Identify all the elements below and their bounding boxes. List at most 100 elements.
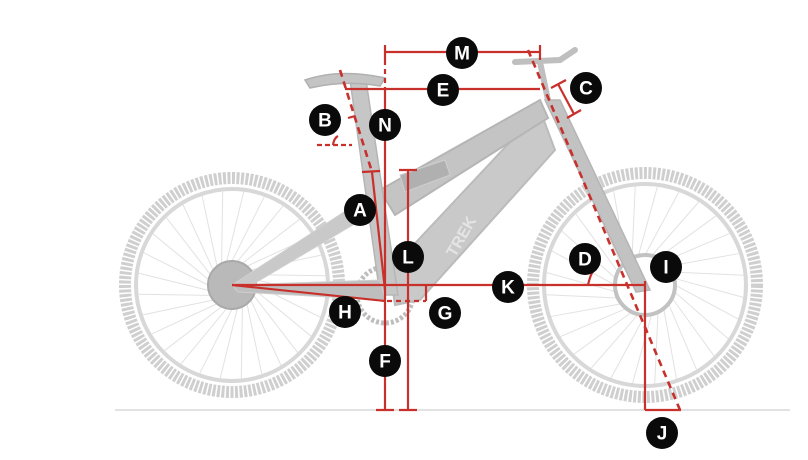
badge-label: E bbox=[437, 81, 450, 102]
badge-c: C bbox=[570, 72, 602, 104]
front-spoke bbox=[560, 307, 627, 338]
front-spoke bbox=[671, 297, 715, 357]
fork bbox=[543, 99, 652, 293]
badge-circle bbox=[429, 297, 461, 329]
front-spoke bbox=[651, 201, 700, 257]
measurement-badges: ME C B N A L D I K H G F J bbox=[309, 37, 682, 449]
front-spoke bbox=[575, 213, 619, 273]
front-spoke bbox=[654, 312, 659, 384]
badge-k: K bbox=[492, 271, 524, 303]
rear-spoke bbox=[240, 306, 243, 379]
badge-circle bbox=[570, 72, 602, 104]
badge-a: A bbox=[344, 194, 376, 226]
badge-i: I bbox=[650, 251, 682, 283]
badge-label: J bbox=[657, 424, 668, 445]
badge-label: L bbox=[402, 248, 414, 269]
badge-d: D bbox=[569, 243, 601, 275]
front-spoke bbox=[590, 313, 639, 369]
badge-label: C bbox=[579, 79, 593, 100]
badge-n: N bbox=[369, 109, 401, 141]
rear-spoke bbox=[255, 289, 312, 337]
rear-spoke bbox=[180, 308, 228, 365]
front-spoke bbox=[610, 314, 646, 379]
badge-circle bbox=[344, 194, 376, 226]
badge-circle bbox=[569, 243, 601, 275]
badge-label: K bbox=[501, 278, 515, 299]
badge-circle bbox=[646, 417, 678, 449]
badge-circle bbox=[650, 251, 682, 283]
badge-label: M bbox=[454, 44, 470, 65]
shock bbox=[399, 159, 451, 193]
handlebar bbox=[512, 47, 578, 103]
measurement-lines bbox=[231, 45, 682, 412]
rear-spoke bbox=[199, 308, 233, 374]
rear-spoke bbox=[242, 219, 300, 264]
saddle bbox=[303, 72, 387, 89]
badge-f: F bbox=[369, 345, 401, 377]
front-spoke bbox=[672, 271, 744, 276]
badge-circle bbox=[427, 74, 459, 106]
rear-spoke bbox=[201, 195, 218, 267]
front-spoke bbox=[674, 284, 739, 320]
b-arc bbox=[331, 114, 356, 146]
badge-j: J bbox=[646, 417, 678, 449]
seat-angle-line bbox=[338, 69, 374, 173]
front-spoke bbox=[663, 308, 677, 379]
badge-circle bbox=[492, 271, 524, 303]
badge-label: H bbox=[338, 303, 352, 324]
front-spoke bbox=[667, 303, 698, 370]
badge-m: M bbox=[446, 37, 478, 69]
badge-circle bbox=[369, 109, 401, 141]
badge-g: G bbox=[429, 297, 461, 329]
rear-spoke bbox=[166, 217, 211, 275]
badge-label: A bbox=[353, 201, 367, 222]
front-spoke bbox=[637, 186, 658, 256]
front-spoke bbox=[644, 191, 680, 256]
badge-label: B bbox=[318, 111, 332, 132]
badge-circle bbox=[309, 104, 341, 136]
rear-spoke bbox=[182, 204, 214, 271]
rear-spoke bbox=[226, 191, 245, 262]
badge-e: E bbox=[427, 74, 459, 106]
badge-b: B bbox=[309, 104, 341, 136]
top-tube bbox=[378, 98, 550, 217]
h-line bbox=[231, 283, 386, 303]
c-tick-bottom bbox=[566, 109, 582, 119]
front-spoke bbox=[673, 291, 729, 340]
c-tick-top bbox=[550, 79, 567, 89]
head-angle-line bbox=[526, 49, 682, 411]
rear-spoke bbox=[164, 306, 222, 351]
badge-circle bbox=[446, 37, 478, 69]
rear-spoke bbox=[231, 196, 265, 262]
c-line bbox=[557, 83, 575, 115]
badge-label: N bbox=[378, 116, 392, 137]
front-spoke bbox=[551, 303, 622, 317]
rear-spoke bbox=[221, 191, 224, 264]
rear-spoke bbox=[151, 303, 218, 335]
badge-label: I bbox=[663, 258, 668, 279]
front-spoke bbox=[674, 277, 744, 298]
rear-spoke bbox=[143, 252, 209, 286]
badge-l: L bbox=[392, 241, 424, 273]
rear-spoke bbox=[138, 272, 209, 291]
front-spoke bbox=[546, 272, 616, 293]
front-spoke bbox=[657, 215, 717, 259]
badge-label: F bbox=[379, 352, 391, 373]
rear-spoke bbox=[250, 299, 282, 366]
badge-circle bbox=[329, 296, 361, 328]
front-spoke bbox=[546, 294, 618, 299]
front-spoke bbox=[573, 311, 633, 355]
rear-spoke bbox=[246, 303, 263, 375]
front-spoke bbox=[632, 314, 653, 384]
badge-h: H bbox=[329, 296, 361, 328]
badge-circle bbox=[392, 241, 424, 273]
badge-label: G bbox=[438, 304, 453, 325]
badge-circle bbox=[369, 345, 401, 377]
rear-spoke bbox=[152, 233, 209, 281]
rear-spoke bbox=[219, 308, 238, 379]
rear-spoke bbox=[236, 205, 284, 262]
front-spoke bbox=[631, 186, 636, 258]
badge-label: D bbox=[578, 250, 592, 271]
